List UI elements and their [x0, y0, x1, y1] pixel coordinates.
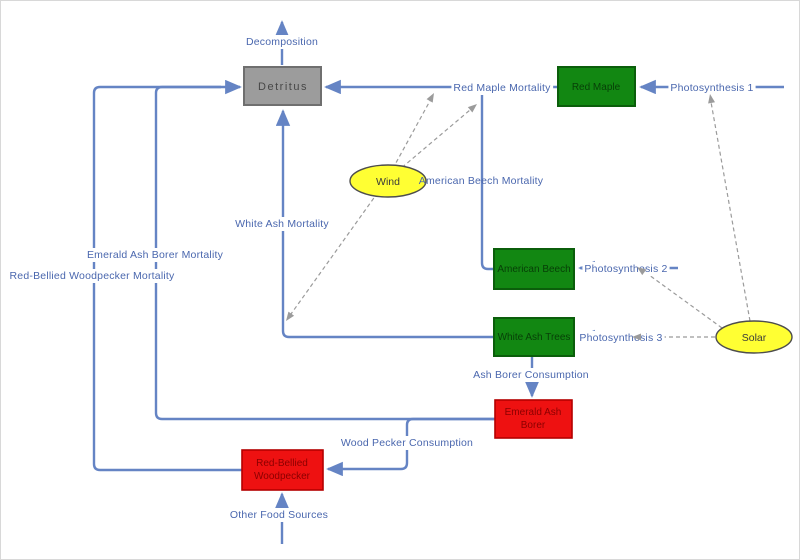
flow-red-maple-mortality-label: Red Maple Mortality — [453, 82, 551, 94]
stock-emerald-ash-borer-label-line2: Borer — [521, 420, 546, 431]
flow-labels-layer: Decomposition Red Maple Mortality Photos… — [7, 35, 756, 522]
label-halo — [451, 81, 554, 95]
label-halo — [582, 262, 670, 276]
stock-american-beech-box[interactable] — [493, 248, 575, 290]
converters-layer: Wind Solar — [349, 164, 793, 354]
flow-photosynthesis-3-label: Photosynthesis 3 — [579, 332, 662, 344]
connector-arrowhead-wind-white-ash — [286, 311, 295, 321]
stock-american-beech[interactable]: American Beech — [493, 248, 575, 290]
connector-arrowheads-layer — [286, 93, 716, 341]
stock-red-maple-box[interactable] — [557, 66, 636, 107]
connector-wind-to-american-beech-mortality[interactable] — [385, 109, 471, 182]
connector-wind-to-white-ash-mortality[interactable] — [290, 180, 387, 315]
converter-wind-ellipse[interactable] — [349, 164, 427, 198]
flow-photosynthesis-2-label: Photosynthesis 2 — [584, 263, 667, 275]
flow-emerald-ash-borer-mortality-label: Emerald Ash Borer Mortality — [87, 249, 224, 261]
stock-white-ash-trees[interactable]: White Ash Trees — [493, 317, 575, 357]
label-halo — [233, 217, 332, 231]
flow-american-beech-mortality-label: American Beech Mortality — [419, 175, 544, 187]
stock-red-bellied-woodpecker-label-line1: Red-Bellied — [256, 458, 308, 469]
label-halo — [338, 436, 476, 450]
connector-arrowhead-solar-photosynthesis-1 — [708, 94, 716, 104]
stock-red-bellied-woodpecker[interactable]: Red-Bellied Woodpecker — [241, 449, 324, 491]
stock-emerald-ash-borer-label-line1: Emerald Ash — [505, 407, 562, 418]
stock-emerald-ash-borer-box[interactable] — [494, 399, 573, 439]
flow-american-beech-mortality-line[interactable] — [480, 87, 494, 271]
stock-white-ash-trees-label: White Ash Trees — [498, 332, 571, 343]
stock-american-beech-label: American Beech — [497, 264, 570, 275]
converter-wind[interactable]: Wind — [349, 164, 427, 198]
label-halo — [84, 248, 226, 262]
converter-solar-label: Solar — [742, 332, 767, 344]
flows-layer — [92, 20, 784, 544]
label-halo — [227, 508, 331, 522]
stock-red-bellied-woodpecker-label-line2: Woodpecker — [254, 471, 311, 482]
flow-wood-pecker-consumption-label: Wood Pecker Consumption — [341, 437, 473, 449]
flow-white-ash-mortality-line[interactable] — [275, 109, 494, 339]
flow-other-food-sources-label: Other Food Sources — [230, 509, 328, 521]
connector-solar-to-photosynthesis-2[interactable] — [644, 271, 723, 329]
stock-red-bellied-woodpecker-box[interactable] — [241, 449, 324, 491]
connector-arrowhead-wind-american-beech — [467, 104, 477, 113]
label-halo — [577, 331, 665, 345]
converter-solar[interactable]: Solar — [715, 320, 793, 354]
flow-ash-borer-consumption-label: Ash Borer Consumption — [473, 369, 589, 381]
label-halo — [471, 368, 591, 382]
flow-white-ash-mortality-label: White Ash Mortality — [235, 218, 329, 230]
label-halo — [668, 81, 756, 95]
label-halo — [7, 269, 178, 283]
stock-red-maple[interactable]: Red Maple — [557, 66, 636, 107]
stock-detritus-box[interactable] — [243, 66, 322, 106]
stock-emerald-ash-borer[interactable]: Emerald Ash Borer — [494, 399, 573, 439]
connector-arrowhead-solar-photosynthesis-3 — [632, 333, 641, 341]
connector-arrowhead-solar-photosynthesis-2 — [637, 267, 647, 276]
label-halo — [243, 35, 321, 49]
stock-red-maple-label: Red Maple — [572, 82, 621, 93]
flow-decomposition-label: Decomposition — [246, 36, 318, 48]
stock-detritus[interactable]: Detritus — [243, 66, 322, 106]
flow-red-bellied-woodpecker-mortality-label: Red-Bellied Woodpecker Mortality — [10, 270, 175, 282]
connector-arrowhead-wind-red-maple — [426, 93, 434, 103]
flow-photosynthesis-1-label: Photosynthesis 1 — [670, 82, 753, 94]
connectors-layer — [290, 98, 751, 338]
stock-detritus-label: Detritus — [258, 81, 308, 93]
connector-solar-to-photosynthesis-1[interactable] — [710, 101, 751, 322]
converter-solar-ellipse[interactable] — [715, 320, 793, 354]
stock-white-ash-trees-box[interactable] — [493, 317, 575, 357]
stocks-layer: Detritus Red Maple American Beech White … — [241, 66, 636, 491]
converter-wind-label: Wind — [376, 176, 400, 188]
